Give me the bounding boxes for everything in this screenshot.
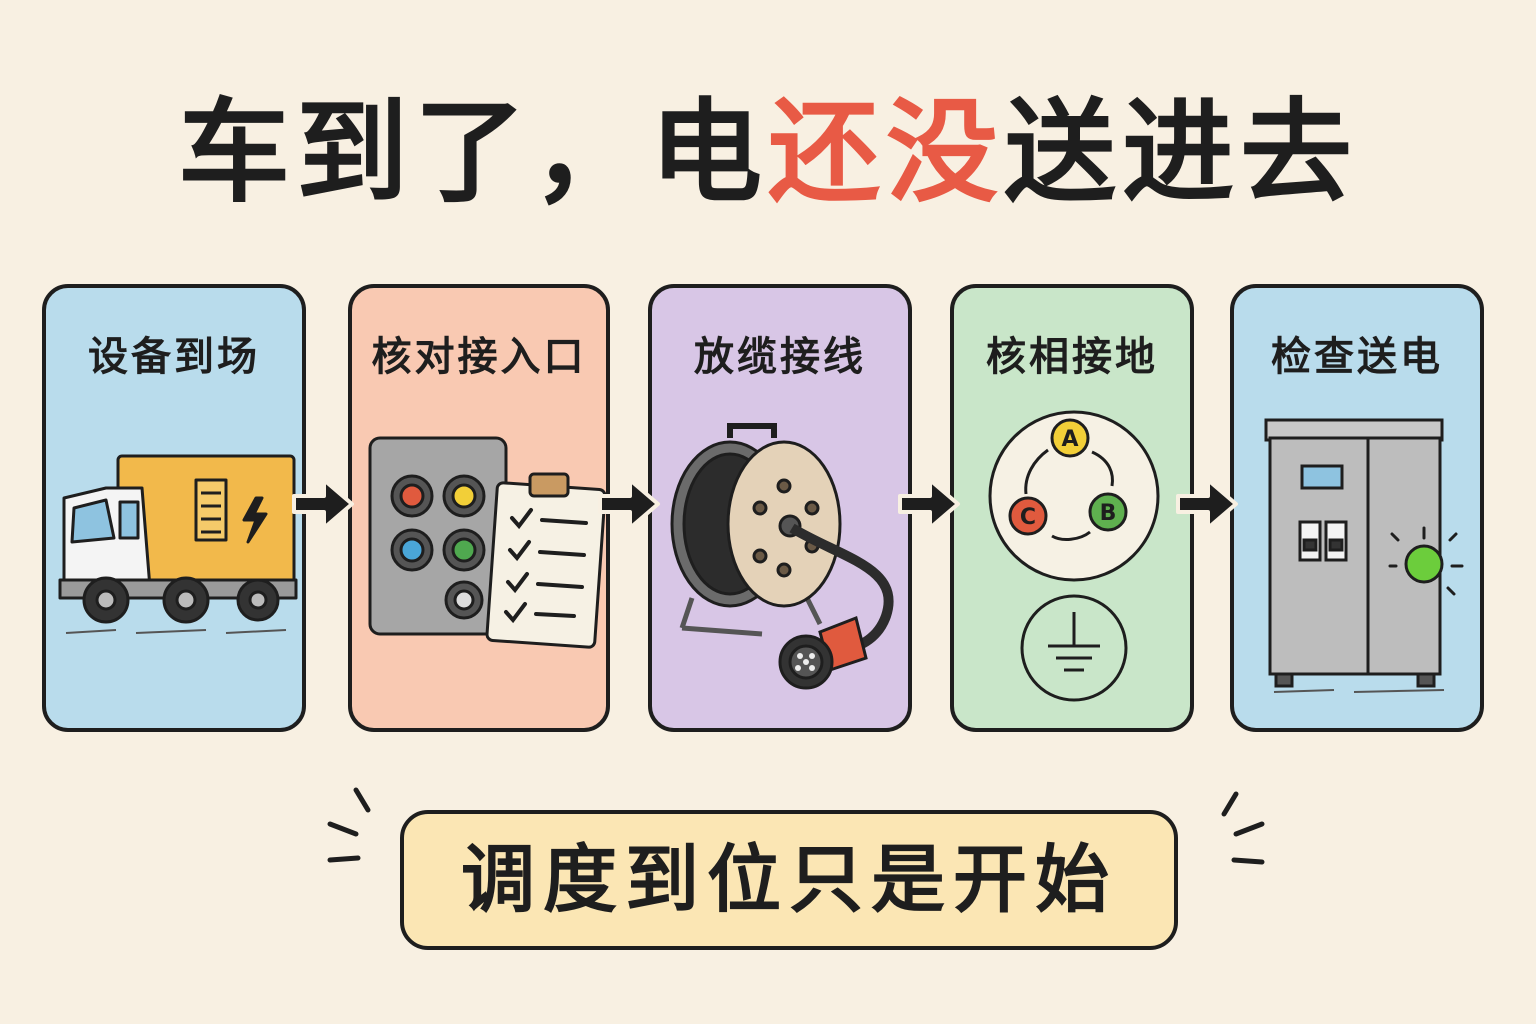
phase-ground-icon: A B C bbox=[988, 410, 1160, 702]
arrow-right-icon bbox=[598, 478, 660, 530]
arrow-right-icon bbox=[898, 478, 960, 530]
socket-panel-checklist-icon bbox=[368, 436, 607, 649]
arrow-right-icon bbox=[1176, 478, 1238, 530]
title-highlight: 还没 bbox=[768, 88, 1004, 218]
step-card-5: 检查送电 bbox=[1230, 284, 1484, 732]
title-part-1: 车到了，电 bbox=[178, 88, 768, 218]
title-part-2: 送进去 bbox=[1004, 88, 1358, 218]
step-card-2: 核对接入口 bbox=[348, 284, 610, 732]
step-label: 核对接入口 bbox=[371, 334, 587, 380]
step-label: 核相接地 bbox=[986, 334, 1158, 380]
step-label: 设备到场 bbox=[88, 334, 260, 380]
power-cabinet-icon bbox=[1264, 418, 1464, 693]
step-label: 检查送电 bbox=[1271, 334, 1443, 380]
generator-truck-icon bbox=[58, 454, 298, 634]
step-card-1: 设备到场 bbox=[42, 284, 306, 732]
spark-right-icon bbox=[1221, 791, 1265, 865]
spark-left-icon bbox=[327, 787, 371, 863]
phase-c-label: C bbox=[1020, 505, 1036, 530]
page-title: 车到了，电还没送进去 bbox=[0, 78, 1536, 228]
phase-a-label: A bbox=[1061, 427, 1078, 452]
step-card-3: 放缆接线 bbox=[648, 284, 912, 732]
arrow-right-icon bbox=[292, 478, 354, 530]
cable-reel-icon bbox=[670, 423, 894, 690]
phase-b-label: B bbox=[1100, 501, 1117, 526]
step-label: 放缆接线 bbox=[694, 334, 866, 380]
bottom-banner: 调度到位只是开始 bbox=[400, 810, 1178, 950]
step-card-4: 核相接地 A B C bbox=[950, 284, 1194, 732]
